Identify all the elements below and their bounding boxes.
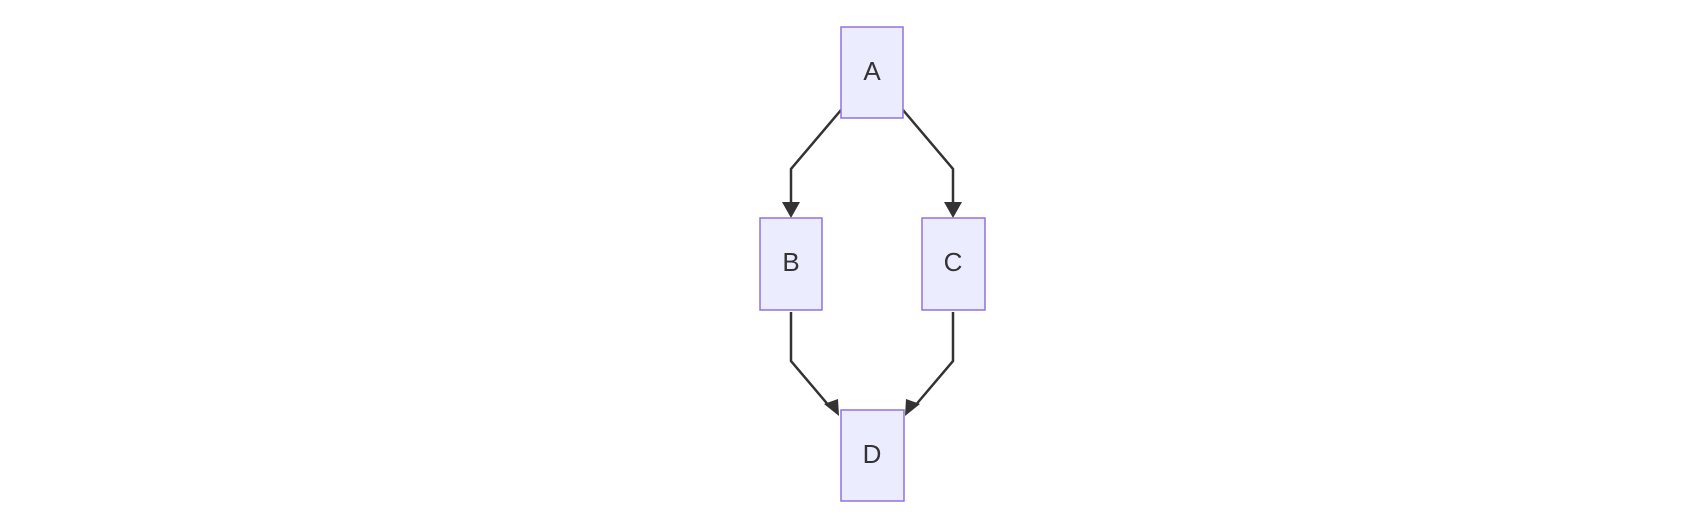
edge-a-to-c-arrowhead bbox=[944, 202, 962, 218]
node-d-label: D bbox=[863, 439, 882, 469]
edges bbox=[782, 109, 962, 416]
node-c[interactable]: C bbox=[921, 217, 986, 311]
node-d[interactable]: D bbox=[840, 409, 905, 502]
node-c-label: C bbox=[944, 247, 963, 277]
node-a-box bbox=[840, 26, 904, 119]
edge-b-to-d-arrowhead bbox=[824, 399, 839, 416]
node-b[interactable]: B bbox=[759, 217, 823, 311]
node-c-box bbox=[921, 217, 986, 311]
edge-b-to-d bbox=[789, 312, 831, 408]
node-d-box bbox=[840, 409, 905, 502]
edge-a-to-b-arrowhead bbox=[782, 202, 800, 218]
node-a[interactable]: A bbox=[840, 26, 904, 119]
node-a-label: A bbox=[863, 56, 881, 86]
edge-a-to-b bbox=[789, 109, 842, 203]
edge-a-to-c bbox=[902, 109, 955, 203]
node-b-box bbox=[759, 217, 823, 311]
edge-c-to-d bbox=[913, 312, 955, 408]
node-b-label: B bbox=[782, 247, 799, 277]
edge-c-to-d-arrowhead bbox=[905, 399, 920, 416]
